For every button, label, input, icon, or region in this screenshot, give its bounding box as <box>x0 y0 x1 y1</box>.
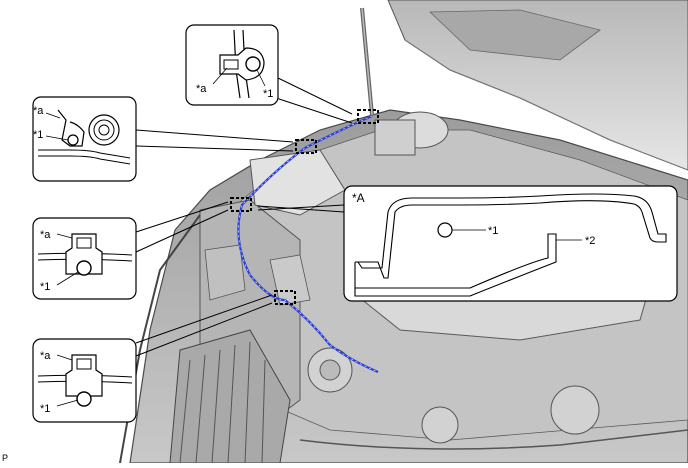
callout-left-lower: *a *1 <box>32 338 137 423</box>
figure-code: P <box>2 453 8 463</box>
callout-top-label-a: *a <box>196 83 207 95</box>
marker-bracket-icon <box>230 109 379 305</box>
legend-symbol-1 <box>437 222 453 238</box>
clamp-icon <box>38 109 131 165</box>
legend-label-1: *1 <box>488 225 498 237</box>
callout-left-middle: *a *1 <box>32 217 137 300</box>
callout-left-upper-label-a: *a <box>33 105 44 117</box>
hood-latch-area <box>429 9 601 61</box>
front-grille <box>169 329 291 464</box>
callout-left-lower-label-a: *a <box>40 350 51 362</box>
legend-label-2: *2 <box>585 235 595 247</box>
callout-left-lower-label-1: *1 <box>40 403 50 415</box>
callout-left-upper-label-1: *1 <box>33 129 43 141</box>
callout-left-upper: *a *1 <box>32 96 137 182</box>
hood-inner-edge <box>404 39 688 171</box>
clamp-icon <box>37 233 133 276</box>
legend-route-outline <box>355 193 667 279</box>
callout-left-middle-label-a: *a <box>40 229 51 241</box>
legend-panel: *A *1 *2 <box>343 185 678 302</box>
leader-lines <box>135 77 353 357</box>
headlight <box>249 149 346 216</box>
legend-title: *A <box>352 191 365 205</box>
clamp-icon <box>37 354 133 407</box>
fuse-box <box>374 119 416 156</box>
callout-left-middle-label-1: *1 <box>40 281 50 293</box>
wire-harness <box>237 114 379 374</box>
callout-top: *a *1 <box>185 24 279 106</box>
clamp-icon <box>219 29 265 99</box>
callout-top-label-1: *1 <box>263 88 273 100</box>
